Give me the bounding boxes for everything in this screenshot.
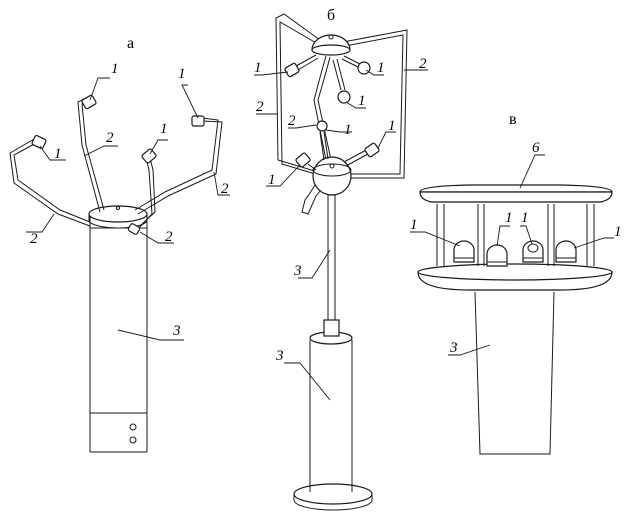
- label-1: 1: [388, 118, 396, 134]
- label-3: 3: [275, 348, 284, 364]
- label-2: 2: [221, 181, 229, 197]
- label-1: 1: [614, 224, 622, 240]
- probes-upper-b: [284, 54, 371, 104]
- label-1: 1: [54, 146, 62, 162]
- label-2: 2: [165, 229, 173, 245]
- label-1: 1: [254, 60, 262, 76]
- leaders-v: [410, 154, 614, 356]
- label-1: 1: [521, 210, 529, 226]
- label-2: 2: [419, 56, 427, 72]
- label-1: 1: [410, 217, 418, 233]
- anemometer-v: в 6 1 1 1 1 3: [410, 111, 622, 455]
- panel-label-b: б: [327, 7, 335, 24]
- base-b: [293, 483, 373, 511]
- upper-hub-b: [311, 34, 351, 56]
- label-1: 1: [111, 61, 119, 77]
- label-1: 1: [377, 60, 385, 76]
- top-disc-a: [88, 205, 148, 229]
- label-2: 2: [288, 113, 296, 129]
- label-1: 1: [344, 122, 352, 138]
- probes-lower-b: [295, 120, 380, 171]
- label-1: 1: [268, 172, 276, 188]
- leaders-a: [26, 77, 230, 341]
- arms-a: [9, 97, 223, 231]
- sensor-heads-a: [31, 94, 205, 235]
- stem-v: [474, 291, 555, 455]
- panel-label-v: в: [509, 111, 517, 128]
- label-2: 2: [30, 231, 38, 247]
- sensors-v: [453, 240, 577, 267]
- label-3: 3: [449, 340, 458, 356]
- anemometer-a: а 1 1 1 1 2 2 2 2 3: [9, 35, 230, 453]
- mast-a: [89, 215, 148, 453]
- label-2: 2: [106, 130, 114, 146]
- top-cover-v: [419, 184, 613, 203]
- pillars-v: [436, 204, 595, 266]
- lower-ring-v: [417, 263, 613, 291]
- label-2: 2: [256, 99, 264, 115]
- anemometer-b: б 1 1 1 2 2 2 1 1 1 3 3: [254, 7, 428, 511]
- pole-b: [327, 195, 336, 320]
- panel-label-a: а: [127, 35, 134, 52]
- label-3: 3: [172, 323, 181, 339]
- label-1: 1: [358, 93, 366, 109]
- lower-hub-b: [312, 156, 352, 196]
- leaders-b: [254, 69, 428, 401]
- label-1: 1: [505, 210, 513, 226]
- label-1: 1: [178, 66, 186, 82]
- label-1: 1: [160, 121, 168, 137]
- label-6: 6: [532, 140, 540, 156]
- lower-body-b: [309, 319, 353, 492]
- label-3: 3: [293, 263, 302, 279]
